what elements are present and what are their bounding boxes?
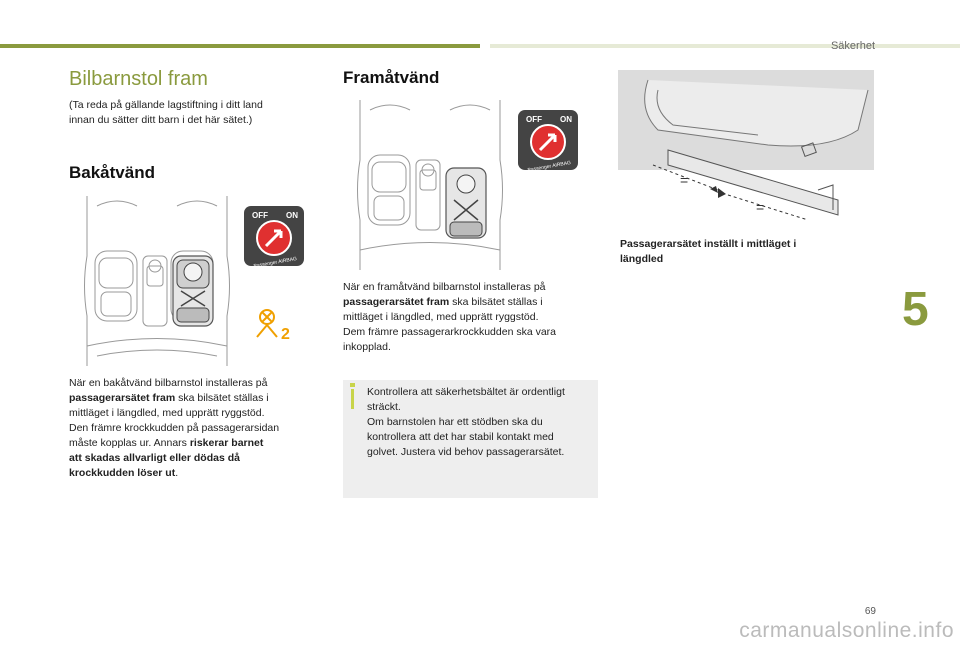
info-box <box>343 380 598 498</box>
svg-text:Passenger AIRBAG: Passenger AIRBAG <box>527 160 571 170</box>
info-text: Kontrollera att säkerhetsbältet är orden… <box>367 385 599 460</box>
info-icon-dot <box>350 383 355 387</box>
forward-facing-text: När en framåtvänd bilbarnstol installera… <box>343 280 598 355</box>
airbag-warning-icon: 2 <box>256 309 290 343</box>
svg-text:OFF: OFF <box>252 211 268 220</box>
header-rule <box>0 44 480 48</box>
info-line: Kontrollera att säkerhetsbältet är orden… <box>367 386 565 398</box>
text-line: När en bakåtvänd bilbarnstol installeras… <box>69 377 268 389</box>
intro-line: innan du sätter ditt barn i det här säte… <box>69 114 253 126</box>
svg-text:=: = <box>680 172 688 188</box>
text-line: inkopplad. <box>343 341 391 353</box>
rear-facing-text: När en bakåtvänd bilbarnstol installeras… <box>69 376 319 481</box>
svg-text:ON: ON <box>560 115 572 124</box>
airbag-off-label: OFF ON Passenger AIRBAG <box>244 206 304 270</box>
svg-text:ON: ON <box>286 211 298 220</box>
page-title: Bilbarnstol fram <box>69 68 208 90</box>
seat-rail-caption: Passagerarsätet inställt i mittläget i l… <box>620 237 860 267</box>
rear-facing-car-illustration <box>84 196 230 366</box>
airbag-off-icon: OFF ON Passenger AIRBAG <box>252 211 298 270</box>
info-line: kontrollera att det har stabil kontakt m… <box>367 431 554 443</box>
text-line: passagerarsätet fram ska bilsätet ställa… <box>343 296 543 308</box>
text-line: mittläget i längdled, med upprätt ryggst… <box>69 407 265 419</box>
text-line: Den främre krockkudden på passagerarsida… <box>69 422 280 434</box>
rear-facing-heading: Bakåtvänd <box>69 163 155 182</box>
airbag-on-label: OFF ON Passenger AIRBAG <box>518 110 578 174</box>
text-line: passagerarsätet fram ska bilsätet ställa… <box>69 392 269 404</box>
svg-text:Passenger AIRBAG: Passenger AIRBAG <box>253 256 297 266</box>
svg-text:OFF: OFF <box>526 115 542 124</box>
text-line: När en framåtvänd bilbarnstol installera… <box>343 281 546 293</box>
info-line: sträckt. <box>367 401 401 413</box>
watermark: carmanualsonline.info <box>739 619 954 642</box>
text-line: att skadas allvarligt eller dödas då <box>69 452 240 464</box>
airbag-on-icon: OFF ON Passenger AIRBAG <box>526 115 572 174</box>
svg-text:=: = <box>756 199 764 215</box>
page-number: 69 <box>864 606 876 617</box>
caption-line: längdled <box>620 253 664 265</box>
header-rule-light <box>490 44 960 48</box>
chapter-number: 5 <box>902 283 929 336</box>
intro-line: (Ta reda på gällande lagstiftning i ditt… <box>69 99 263 111</box>
forward-facing-heading: Framåtvänd <box>343 68 440 87</box>
info-line: Om barnstolen har ett stödben ska du <box>367 416 543 428</box>
text-line: måste kopplas ur. Annars riskerar barnet <box>69 437 264 449</box>
text-line: krockkudden löser ut. <box>69 467 179 479</box>
info-line: golvet. Justera vid behov passagerarsäte… <box>367 446 565 458</box>
info-icon <box>351 389 354 409</box>
text-line: Dem främre passagerarkrockkudden ska var… <box>343 326 557 338</box>
text-line: mittläget i längdled, med upprätt ryggst… <box>343 311 539 323</box>
svg-text:2: 2 <box>281 326 290 343</box>
intro-text: (Ta reda på gällande lagstiftning i ditt… <box>69 98 319 128</box>
section-name: Säkerhet <box>830 40 875 52</box>
seat-rail-illustration: = = <box>618 70 874 221</box>
caption-line: Passagerarsätet inställt i mittläget i <box>620 238 797 250</box>
forward-facing-car-illustration <box>357 100 503 270</box>
